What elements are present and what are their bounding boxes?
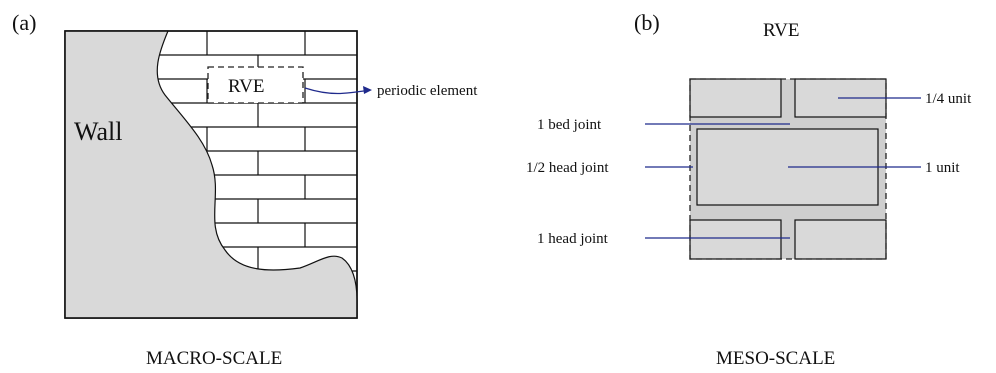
- bottom-right-unit: [794, 219, 887, 260]
- panel-a: (a): [12, 10, 478, 369]
- macro-scale-label: MACRO-SCALE: [146, 348, 282, 369]
- bottom-left-unit: [689, 219, 782, 260]
- leader-lines: [645, 97, 921, 239]
- panel-b: (b) RVE 1 bed joint 1/2 head joint 1 hea…: [526, 10, 972, 369]
- rve-label-macro: RVE: [228, 76, 264, 97]
- panel-b-label: (b): [634, 10, 660, 35]
- meso-scale-label: MESO-SCALE: [716, 348, 835, 369]
- arrow-head: [363, 86, 372, 94]
- periodic-element-label: periodic element: [377, 83, 478, 99]
- rve-boundary: [689, 78, 887, 260]
- panel-a-label: (a): [12, 10, 36, 35]
- wall-gray-region: [64, 30, 358, 319]
- quarter-unit-label: 1/4 unit: [925, 91, 972, 107]
- bed-joint-label: 1 bed joint: [537, 117, 602, 133]
- wall-label: Wall: [74, 117, 122, 146]
- top-left-unit: [689, 78, 782, 118]
- rve-title: RVE: [763, 20, 799, 41]
- periodic-element-arrow: [304, 87, 371, 95]
- half-head-joint-label: 1/2 head joint: [526, 160, 609, 176]
- unit-label: 1 unit: [925, 160, 960, 176]
- rve-box-macro: [207, 66, 304, 104]
- head-joint-label: 1 head joint: [537, 231, 609, 247]
